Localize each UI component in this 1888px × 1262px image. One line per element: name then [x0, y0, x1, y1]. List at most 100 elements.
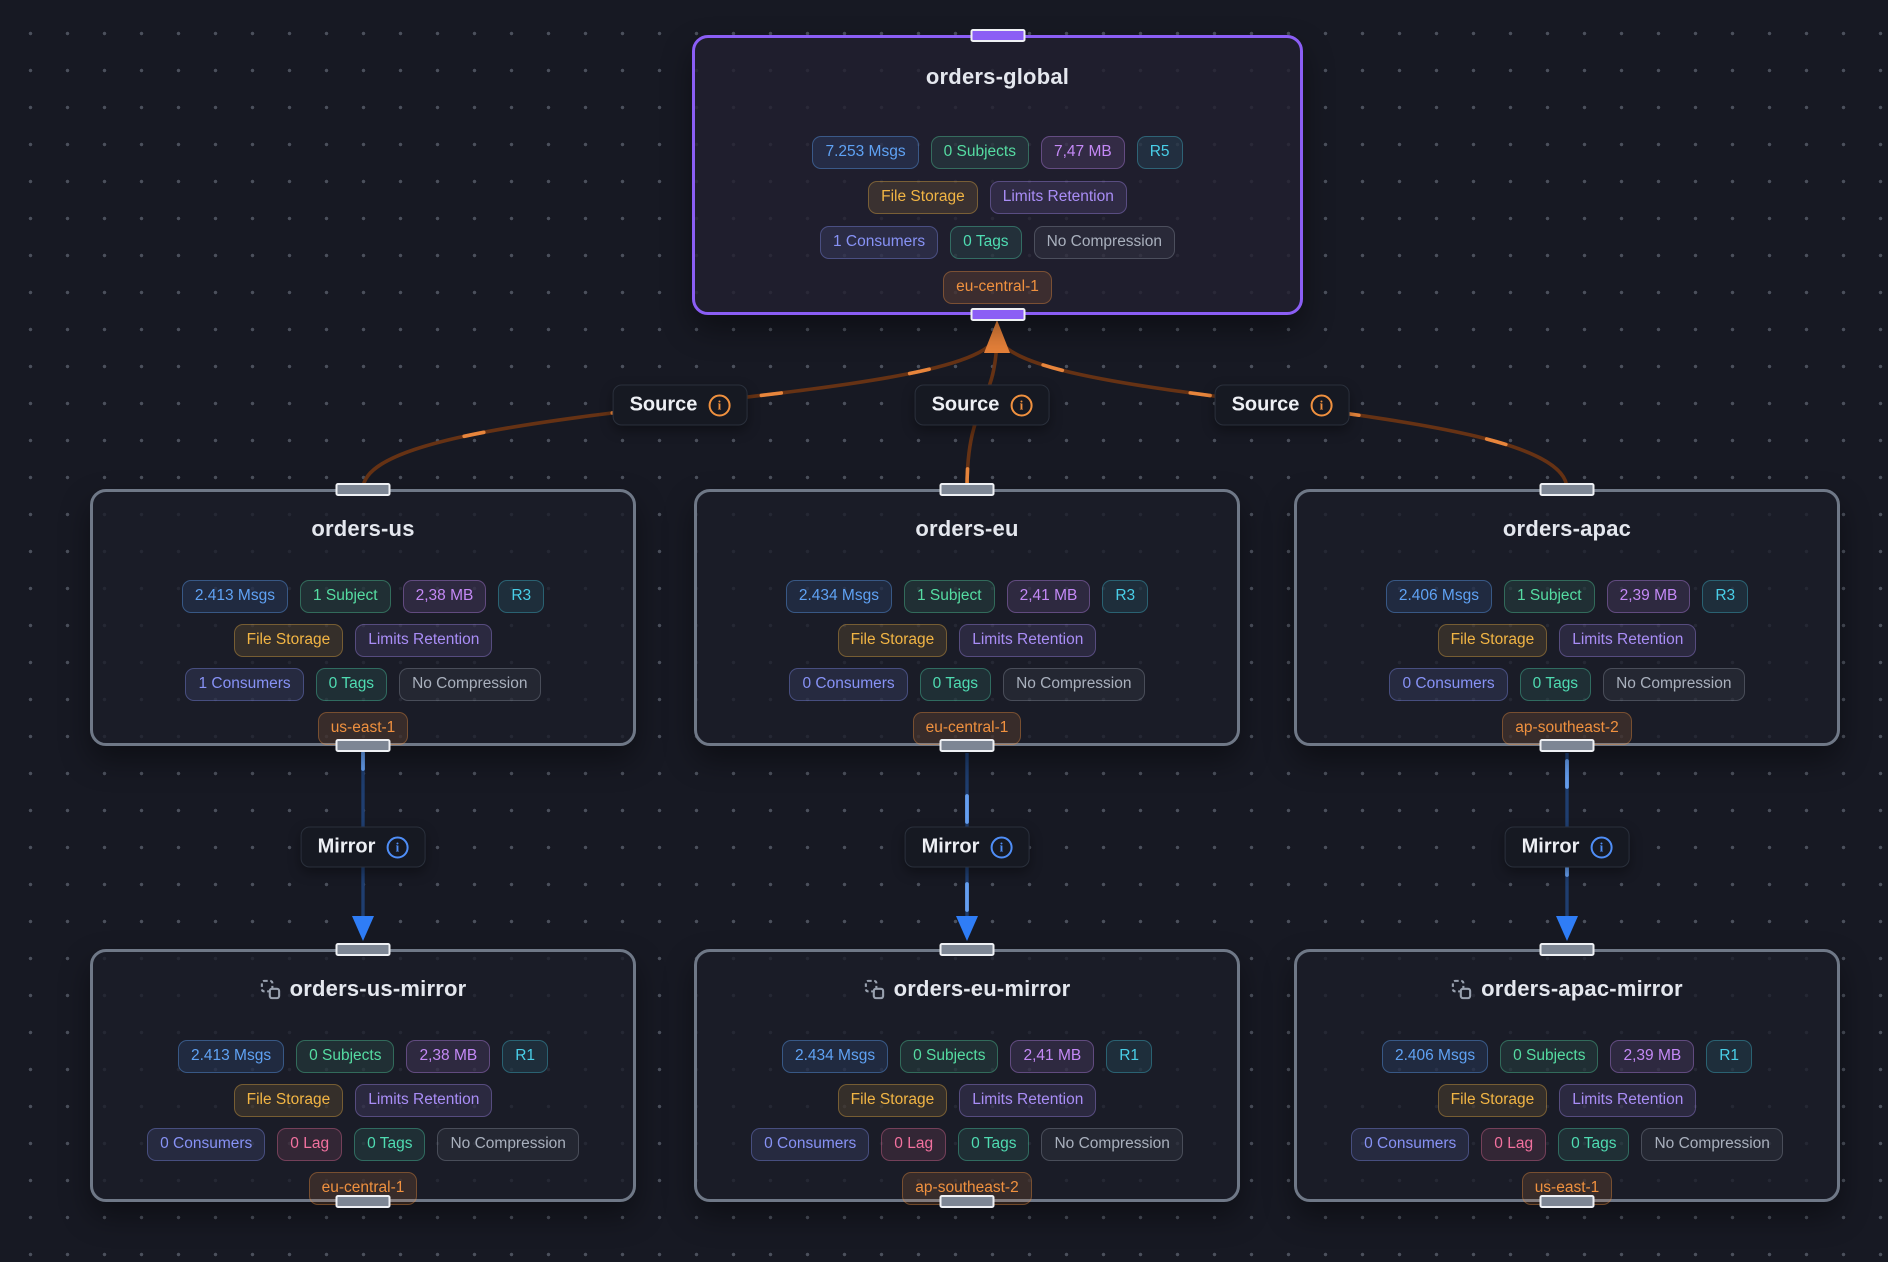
info-icon[interactable]: i	[1010, 394, 1033, 416]
badge-size: 7,47 MB	[1040, 136, 1125, 169]
source-edge-label[interactable]: Source i	[612, 384, 748, 426]
badge-lag: 0 Lag	[277, 1127, 343, 1161]
badge-replicas: R1	[1106, 1040, 1153, 1073]
edge-label-text: Mirror	[317, 835, 376, 858]
node-handle-bottom[interactable]	[335, 1195, 391, 1208]
node-handle-top[interactable]	[335, 483, 391, 496]
stream-node-title: orders-eu	[915, 516, 1019, 541]
mirror-edge-label[interactable]: Mirror i	[300, 826, 426, 868]
badge-storage: File Storage	[868, 180, 978, 214]
node-title-row: orders-eu	[915, 516, 1018, 542]
stream-node-title: orders-eu-mirror	[893, 976, 1071, 1001]
badge-subjects: 0 Subjects	[1500, 1040, 1599, 1073]
node-title-row: orders-eu-mirror	[864, 976, 1071, 1002]
badge-tags: 0 Tags	[315, 667, 388, 701]
badge-msgs: 7.253 Msgs	[812, 136, 919, 169]
badge-size: 2,41 MB	[1010, 1040, 1095, 1073]
badge-subjects: 0 Subjects	[930, 136, 1029, 169]
badge-replicas: R1	[502, 1040, 549, 1073]
badge-replicas: R3	[1702, 580, 1749, 613]
badge-storage: File Storage	[233, 623, 344, 657]
badge-msgs: 2.413 Msgs	[181, 580, 288, 613]
badge-subjects: 1 Subject	[299, 580, 391, 613]
badge-msgs: 2.413 Msgs	[177, 1040, 285, 1073]
badge-lag: 0 Lag	[881, 1127, 947, 1161]
node-handle-bottom[interactable]	[1539, 1195, 1595, 1208]
badge-row: 2.434 Msgs 0 Subjects 2,41 MB R1	[781, 1040, 1153, 1073]
node-handle-bottom[interactable]	[939, 739, 995, 752]
node-handle-bottom[interactable]	[1539, 739, 1595, 752]
source-edge-label[interactable]: Source i	[914, 384, 1050, 426]
info-icon[interactable]: i	[1590, 836, 1613, 858]
badge-consumers: 0 Consumers	[789, 667, 908, 701]
stream-node-orders-global[interactable]: orders-global 7.253 Msgs 0 Subjects 7,47 M…	[692, 29, 1303, 321]
info-icon[interactable]: i	[708, 394, 731, 416]
badge-replicas: R5	[1136, 136, 1183, 169]
badge-replicas: R3	[1102, 580, 1149, 613]
badge-subjects: 0 Subjects	[900, 1040, 999, 1073]
source-edge-label[interactable]: Source i	[1214, 384, 1350, 426]
badge-retention: Limits Retention	[1559, 623, 1697, 657]
badge-consumers: 0 Consumers	[1389, 667, 1508, 701]
badge-tags: 0 Tags	[958, 1127, 1030, 1161]
badge-msgs: 2.434 Msgs	[781, 1040, 889, 1073]
badge-subjects: 1 Subject	[903, 580, 995, 613]
badge-subjects: 1 Subject	[1503, 580, 1595, 613]
badge-consumers: 1 Consumers	[819, 225, 939, 259]
badge-consumers: 0 Consumers	[751, 1127, 870, 1161]
mirror-edge-label[interactable]: Mirror i	[904, 826, 1030, 868]
badge-retention: Limits Retention	[355, 1083, 493, 1117]
node-handle-top[interactable]	[1539, 943, 1595, 956]
node-handle-bottom[interactable]	[335, 739, 391, 752]
node-handle-top[interactable]	[970, 29, 1025, 42]
badge-size: 2,38 MB	[402, 580, 487, 613]
node-handle-bottom[interactable]	[970, 308, 1025, 321]
mirror-icon	[864, 979, 885, 1000]
info-icon[interactable]: i	[990, 836, 1013, 858]
badge-compression: No Compression	[1003, 667, 1145, 701]
badge-retention: Limits Retention	[959, 623, 1097, 657]
badge-consumers: 1 Consumers	[185, 667, 304, 701]
node-handle-bottom[interactable]	[939, 1195, 995, 1208]
edge-label-text: Source	[1231, 393, 1300, 416]
badge-storage: File Storage	[1437, 623, 1548, 657]
badge-tags: 0 Tags	[354, 1127, 426, 1161]
node-title-row: orders-global	[926, 64, 1069, 90]
info-icon[interactable]: i	[1310, 394, 1333, 416]
badge-replicas: R3	[498, 580, 545, 613]
badge-subjects: 0 Subjects	[296, 1040, 395, 1073]
node-handle-top[interactable]	[939, 483, 995, 496]
mirror-arrowhead	[1556, 916, 1578, 941]
mirror-icon	[1451, 979, 1472, 1000]
node-handle-top[interactable]	[1539, 483, 1595, 496]
info-icon[interactable]: i	[386, 836, 409, 858]
node-handle-top[interactable]	[939, 943, 995, 956]
stream-node-orders-eu-mirror[interactable]: orders-eu-mirror 2.434 Msgs 0 Subjects 2,4…	[694, 943, 1240, 1208]
badge-size: 2,41 MB	[1006, 580, 1091, 613]
mirror-edge-label[interactable]: Mirror i	[1504, 826, 1630, 868]
node-handle-top[interactable]	[335, 943, 391, 956]
badge-storage: File Storage	[233, 1083, 344, 1117]
badge-row: File Storage Limits Retention	[1437, 623, 1697, 657]
edge-label-text: Source	[629, 393, 698, 416]
node-title-row: orders-us	[311, 516, 414, 542]
badge-size: 2,39 MB	[1610, 1040, 1695, 1073]
stream-node-title: orders-us-mirror	[289, 976, 467, 1001]
